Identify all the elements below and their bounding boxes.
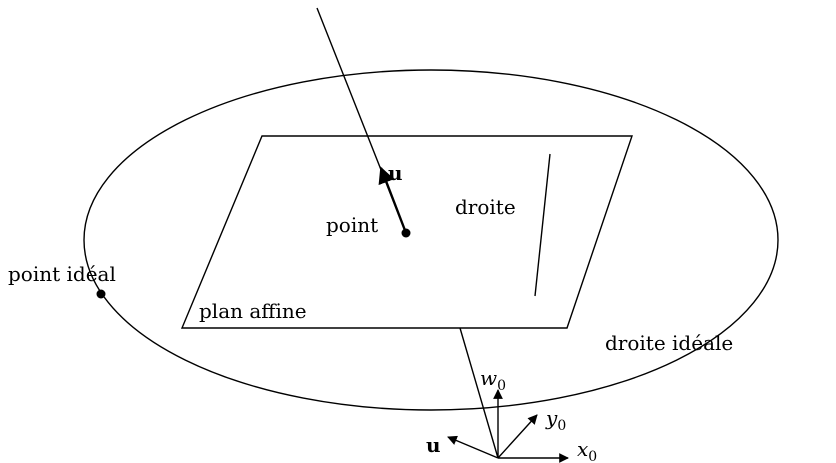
- affine-plane: [180, 135, 633, 329]
- u-bottom-arrow: [447, 435, 499, 459]
- y0-axis-letter: y: [545, 406, 558, 430]
- w0-axis-letter: w: [480, 366, 497, 390]
- x0-axis-label: x0: [577, 437, 597, 463]
- vector-u-arrow: [378, 166, 408, 234]
- x0-axis-letter: x: [577, 437, 588, 461]
- line-in-plane: [534, 153, 551, 297]
- affine-plane-label: plan affine: [199, 299, 307, 323]
- x0-axis-subscript: 0: [588, 449, 597, 463]
- y0-axis-subscript: 0: [557, 418, 566, 434]
- y0-axis-arrow: [497, 414, 538, 459]
- ideal-line-ellipse: [83, 69, 779, 411]
- line-plane-to-origin: [459, 327, 499, 459]
- point-label: point: [326, 213, 378, 237]
- w0-axis-label: w0: [480, 366, 506, 394]
- vector-u-label: u: [388, 161, 403, 185]
- droite-label: droite: [455, 195, 516, 219]
- u-bottom-label: u: [426, 433, 441, 457]
- ideal-point-dot: [96, 289, 106, 299]
- y0-axis-label: y0: [545, 406, 566, 434]
- ideal-point-label: point idéal: [8, 262, 116, 286]
- ideal-line-label: droite idéale: [605, 331, 733, 355]
- point-dot: [401, 228, 411, 238]
- w0-axis-subscript: 0: [497, 378, 506, 394]
